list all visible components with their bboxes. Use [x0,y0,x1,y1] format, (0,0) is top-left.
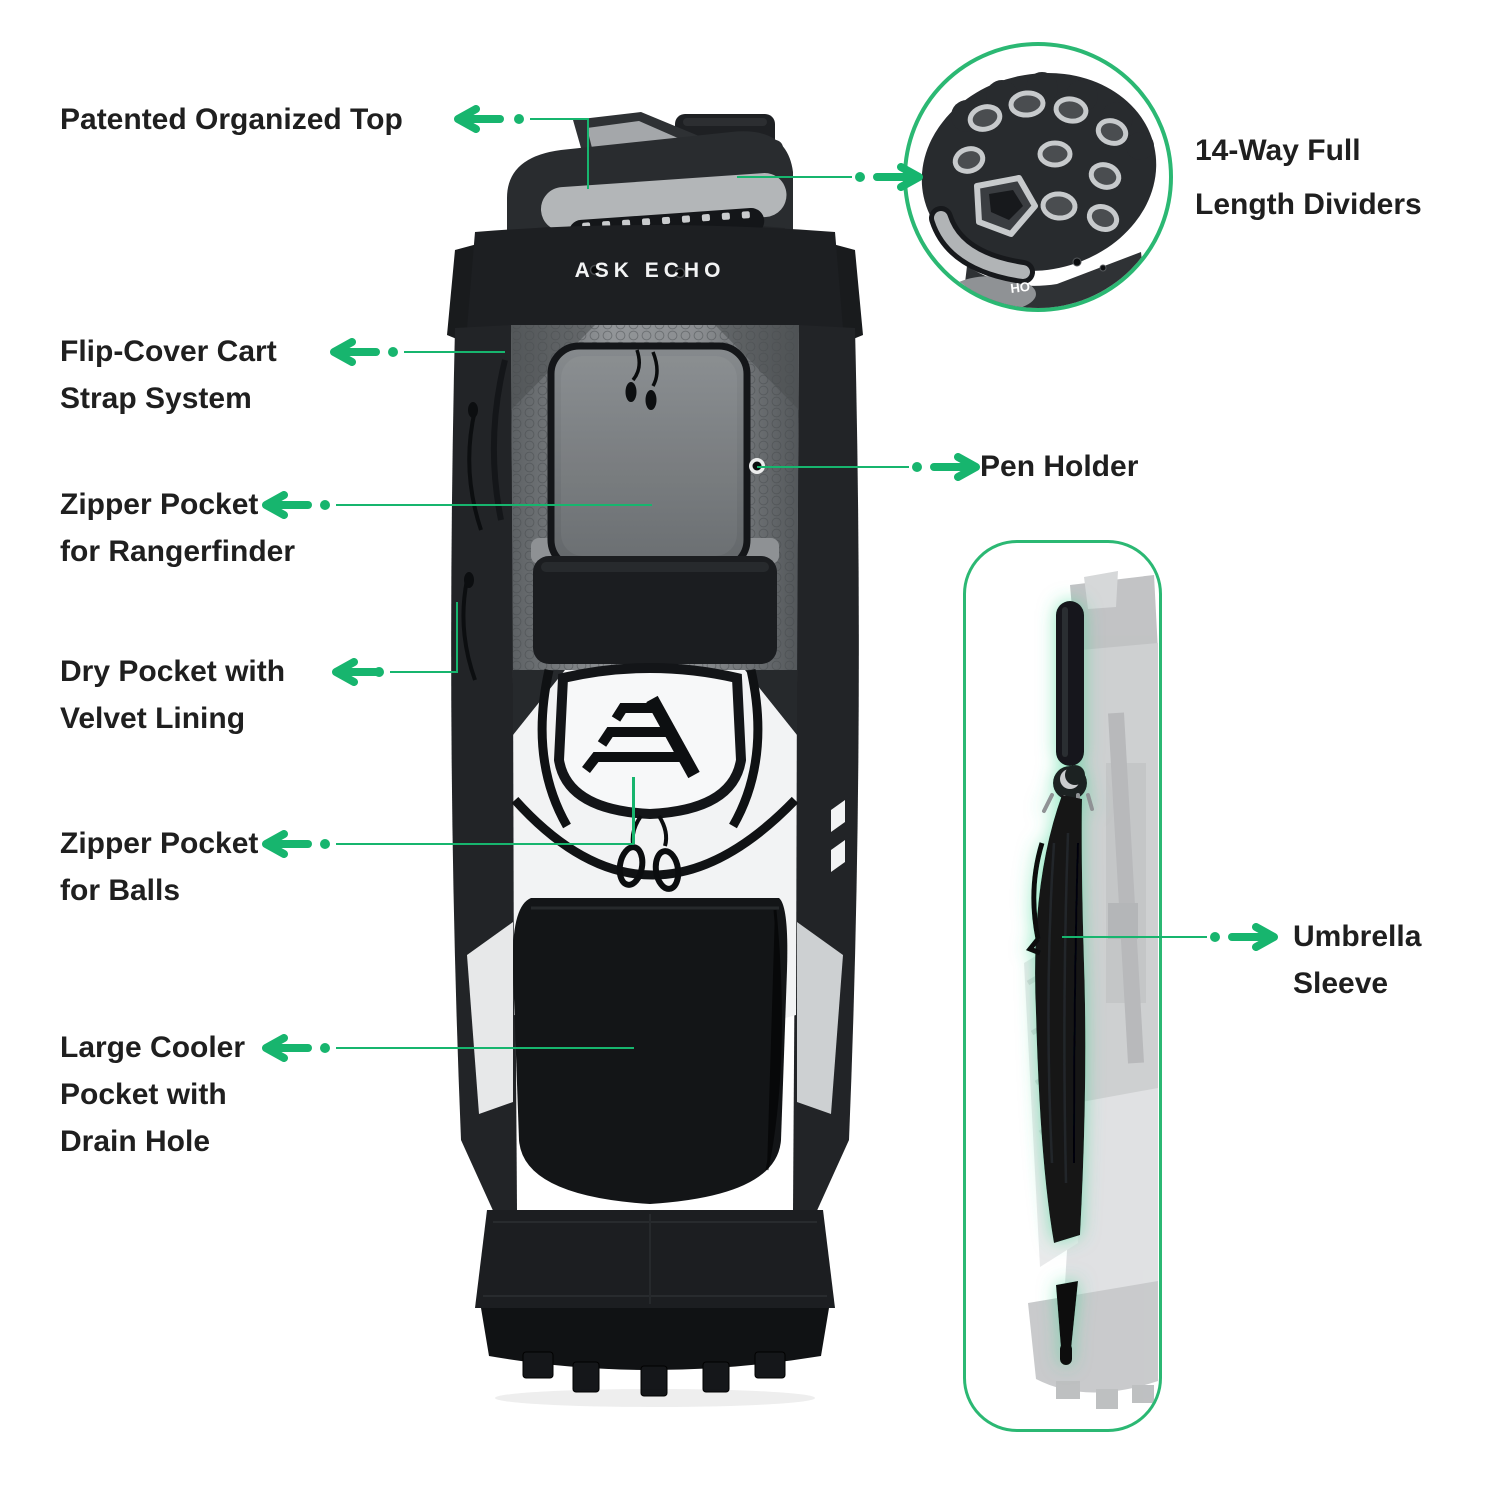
leader-dot [320,1043,330,1053]
callout-label: Dry Pocket with [60,655,286,688]
arrow-right-icon [1228,923,1278,951]
inset-brand-fragment: HO [1010,279,1031,296]
leader-line [404,350,505,354]
leader-dot [320,500,330,510]
dry-pocket-flap [533,556,777,664]
brand-band: ASK ECHO [447,225,863,358]
golf-bag-front-view-illustration: ASK ECHO [447,112,863,1407]
umbrella [1025,601,1094,1365]
leader-line [757,465,909,469]
umbrella-sleeve-inset [963,540,1162,1432]
callout-label: Flip-Cover Cart [60,335,277,368]
leader-dot [855,172,865,182]
leader-line [336,1046,634,1050]
callout-label: for Rangerfinder [60,535,296,568]
callout-label: Large Cooler [60,1031,246,1064]
callout-large-cooler-pocket-drain-hole: Large Cooler Pocket with Drain Hole [60,1024,245,1165]
arrow-right-icon [930,453,980,481]
callout-label: Pocket with [60,1078,227,1111]
callout-label: Length Dividers [1195,188,1422,221]
callout-label: Velvet Lining [60,702,246,735]
leader-dot [1210,932,1220,942]
leader-line [336,503,652,507]
arrow-left-icon [262,1034,312,1062]
leader-line [336,842,634,846]
callout-pen-holder: Pen Holder [980,443,1138,490]
callout-zipper-pocket-rangerfinder: Zipper Pocket for Rangerfinder [60,481,295,575]
callout-umbrella-sleeve: Umbrella Sleeve [1293,913,1421,1007]
lower-side-wedges [467,800,845,1114]
leader-line [586,118,589,189]
callout-label: Patented Organized Top [60,103,403,136]
callout-label: Pen Holder [980,450,1139,483]
arrow-left-icon [262,491,312,519]
callout-label: for Balls [60,874,181,907]
inset-handle [934,211,1030,279]
callout-label: Sleeve [1293,967,1389,1000]
dividers-top-view-inset: HO [903,42,1173,312]
arrow-right-icon [873,163,923,191]
arrow-left-icon [262,830,312,858]
callout-label: Umbrella [1293,920,1422,953]
bag-base [475,1210,835,1407]
callout-dry-pocket-velvet-lining: Dry Pocket with Velvet Lining [60,648,285,742]
callout-flip-cover-cart-strap-system: Flip-Cover Cart Strap System [60,328,277,422]
callout-label: Strap System [60,382,252,415]
arrow-left-icon [454,105,504,133]
cooler-pocket [512,898,788,1204]
ask-echo-triangle-logo [582,695,700,779]
leader-dot [388,347,398,357]
brand-band-text: ASK ECHO [575,259,726,282]
leader-line [632,777,635,844]
leader-dot [912,462,922,472]
callout-zipper-pocket-balls: Zipper Pocket for Balls [60,820,258,914]
leader-line [737,175,852,179]
leader-line [1062,935,1207,939]
leader-dot [320,839,330,849]
callout-label: 14-Way Full [1195,134,1361,167]
callout-patented-organized-top: Patented Organized Top [60,96,403,143]
callout-14-way-full-length-dividers: 14-Way Full Length Dividers [1195,124,1422,232]
leader-line [455,602,458,672]
leader-line [530,117,588,121]
divider-holes [952,90,1129,232]
callout-label: Drain Hole [60,1125,211,1158]
ball-pocket-flap [537,663,763,829]
arrow-left-icon [332,658,382,686]
callout-label: Zipper Pocket [60,488,259,521]
leader-line [390,670,458,674]
arrow-left-icon [330,338,380,366]
leader-dot [514,114,524,124]
callout-label: Zipper Pocket [60,827,259,860]
